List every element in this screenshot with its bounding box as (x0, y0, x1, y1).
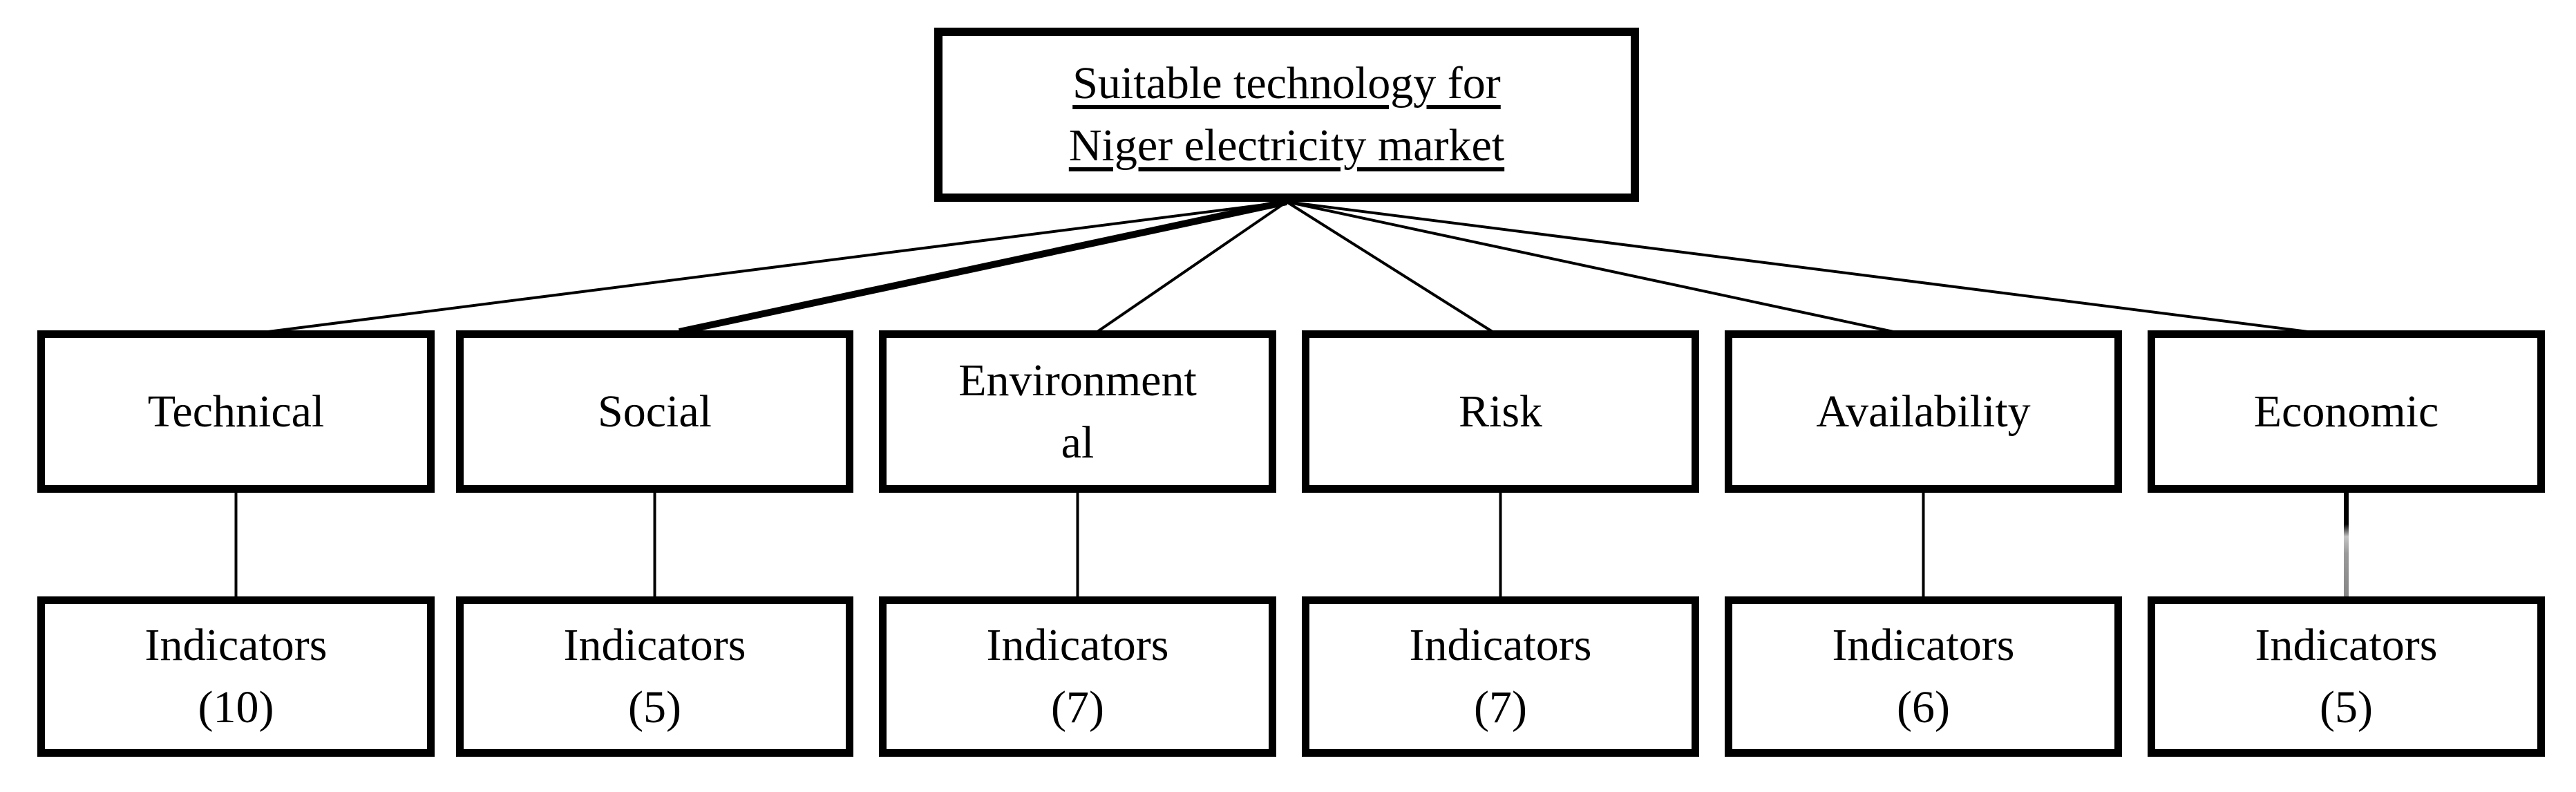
indicator-content: Indicators (5) (2255, 614, 2438, 739)
indicator-box-technical: Indicators (10) (37, 596, 435, 757)
indicator-box-availability: Indicators (6) (1725, 596, 2122, 757)
indicators-label: Indicators (563, 620, 746, 670)
indicators-label: Indicators (2255, 620, 2438, 670)
criterion-label: Risk (1458, 386, 1543, 437)
criterion-box-economic: Economic (2148, 330, 2545, 493)
criterion-label: Social (598, 386, 712, 437)
indicator-box-economic: Indicators (5) (2148, 596, 2545, 757)
indicator-box-risk: Indicators (7) (1302, 596, 1699, 757)
indicators-count: (6) (1897, 682, 1950, 733)
criterion-box-technical: Technical (37, 330, 435, 493)
connector-root-to-economic (1286, 200, 2309, 333)
criterion-box-environmental: Environment al (879, 330, 1276, 493)
criterion-label: Availability (1816, 386, 2031, 437)
indicator-content: Indicators (7) (1410, 614, 1592, 739)
indicators-label: Indicators (1832, 620, 2015, 670)
indicators-count: (7) (1474, 682, 1527, 733)
criterion-label: Technical (147, 386, 325, 437)
root-box: Suitable technology for Niger electricit… (934, 28, 1639, 202)
indicator-content: Indicators (10) (145, 614, 328, 739)
indicators-count: (5) (2320, 682, 2373, 733)
indicator-box-social: Indicators (5) (456, 596, 853, 757)
indicators-count: (5) (628, 682, 681, 733)
indicators-count: (10) (198, 682, 274, 733)
connector-root-to-availability (1286, 200, 1894, 333)
indicator-content: Indicators (5) (564, 614, 746, 739)
connector-root-to-environmental (1096, 200, 1288, 333)
indicator-content: Indicators (7) (987, 614, 1169, 739)
criterion-box-availability: Availability (1725, 330, 2122, 493)
criterion-label: Economic (2253, 386, 2439, 437)
connector-root-to-risk (1285, 200, 1494, 333)
connector-root-to-social (678, 198, 1288, 335)
indicator-box-environmental: Indicators (7) (879, 596, 1276, 757)
indicators-label: Indicators (1409, 620, 1592, 670)
connector-root-to-technical (267, 200, 1287, 333)
criterion-box-risk: Risk (1302, 330, 1699, 493)
indicators-count: (7) (1051, 682, 1104, 733)
criterion-box-social: Social (456, 330, 853, 493)
root-title: Suitable technology for Niger electricit… (1068, 58, 1505, 171)
criterion-label: Environment al (958, 355, 1197, 468)
indicators-label: Indicators (144, 620, 328, 670)
indicators-label: Indicators (986, 620, 1169, 670)
indicator-content: Indicators (6) (1832, 614, 2015, 739)
